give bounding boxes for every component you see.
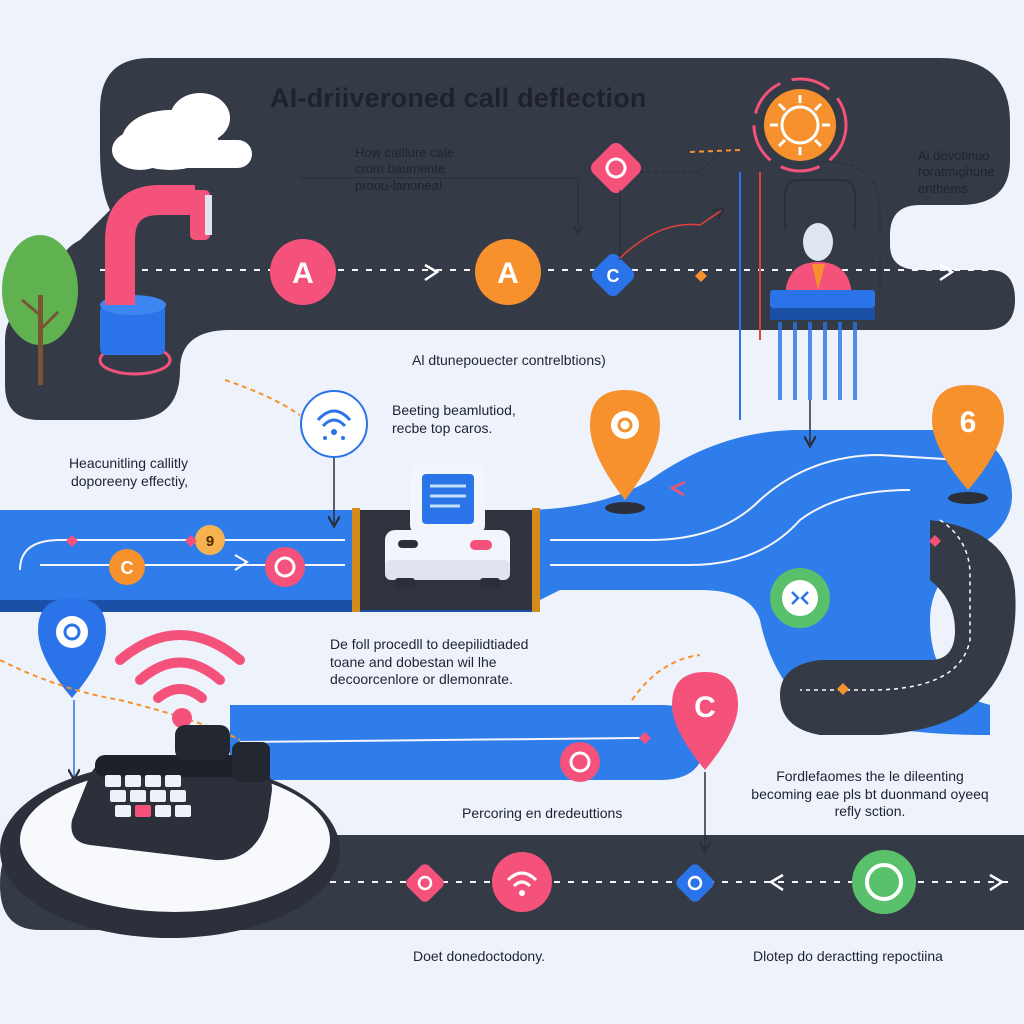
bottom-mid-note: Percoring en dredeuttions <box>462 805 623 821</box>
decision-node-blue <box>591 253 635 297</box>
arrow-icon <box>234 554 249 571</box>
small-orange-diamond <box>695 270 707 282</box>
node-small-c-label: C <box>121 558 134 578</box>
bottom-right-note: Dlotep do deractting repoctiina <box>753 948 943 964</box>
keypad <box>105 775 191 817</box>
mid-caption: Al dtunepouecter contrelbtions) <box>412 352 606 368</box>
cloud-icon <box>112 93 252 170</box>
lower-road <box>230 705 705 780</box>
page-title: AI-driiveroned call deflection <box>270 83 647 113</box>
road-divider-2 <box>532 508 540 612</box>
lower-road-line <box>239 737 641 743</box>
flow-line-9 <box>800 519 971 691</box>
orange-dashes-3 <box>0 659 241 741</box>
right-lower-note: Fordlefaomes the le dileenting becoming … <box>751 768 989 819</box>
small-orange-diamond <box>837 683 849 695</box>
node-small-9-label: 9 <box>206 533 214 550</box>
node-small-9 <box>195 525 225 555</box>
location-pin-icon <box>590 390 660 514</box>
orange-dashes-2 <box>224 379 301 416</box>
middle-lane-line <box>19 453 961 571</box>
node-a1-label: A <box>292 257 314 290</box>
decision-node-pink <box>591 143 641 193</box>
top-note: How catllure cale crom baumente proou-la… <box>355 145 454 193</box>
location-pin-icon <box>672 672 738 770</box>
bubble-note: Beeting beamlutiod, recbe top caros. <box>392 402 516 436</box>
location-pin-icon <box>932 385 1004 504</box>
arrow-icon <box>768 873 784 892</box>
arrow-icon <box>939 263 955 282</box>
node-target <box>265 547 305 587</box>
pin-c-label: C <box>694 691 716 724</box>
telephone-icon <box>71 725 272 861</box>
svg-text:C: C <box>607 266 620 286</box>
location-pin-icon <box>38 598 106 698</box>
sun-icon <box>752 77 848 173</box>
flow-line-7 <box>821 161 881 300</box>
bottom-left-note: Doet donedoctodony. <box>413 948 546 964</box>
arrow-icon <box>989 873 1005 892</box>
pin-6-label: 6 <box>960 406 977 439</box>
flow-line-4 <box>619 210 722 259</box>
orange-dashes-4 <box>631 654 701 701</box>
middle-road-right-dark <box>780 520 1016 735</box>
small-pink-diamond <box>185 535 197 547</box>
node-a2-label: A <box>497 257 519 290</box>
small-pink-diamond <box>66 535 78 547</box>
node-a1 <box>270 239 336 305</box>
tree-icon <box>2 235 78 385</box>
node-bottom-green <box>852 850 916 914</box>
flow-line-3 <box>640 147 726 173</box>
top-road <box>5 58 1015 420</box>
right-note: Ai dovotinuo roratmighune enthems. <box>918 148 995 196</box>
arrow-icon <box>424 263 440 282</box>
decision-node-bottom-blue <box>676 864 714 902</box>
wifi-icon <box>300 390 368 458</box>
left-note: Heacunitling callitly doporeeny effectiy… <box>68 455 188 489</box>
node-a2 <box>475 239 541 305</box>
flow-line <box>300 177 578 232</box>
center-note: De foll procedll to deepilidtiaded toane… <box>330 636 529 687</box>
node-lower <box>560 742 600 782</box>
decision-node-bottom-pink <box>406 864 444 902</box>
wifi-icon <box>115 630 245 728</box>
small-pink-diamond <box>929 535 941 547</box>
arrow-icon <box>669 480 686 497</box>
small-pink-diamond <box>639 732 651 744</box>
pipe-icon <box>98 185 212 376</box>
agent-icon <box>770 179 875 445</box>
road-divider <box>352 508 360 612</box>
node-small-c <box>109 549 145 585</box>
kiosk-icon <box>385 465 510 588</box>
